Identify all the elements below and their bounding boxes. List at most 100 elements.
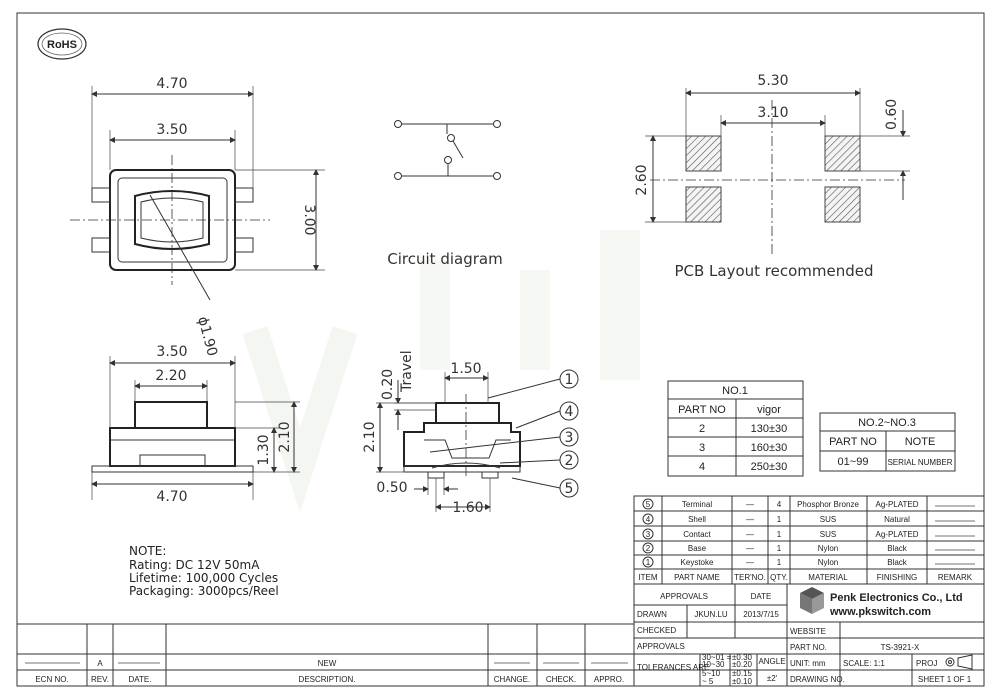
projection-icon <box>945 654 973 670</box>
section-height: 2.10 <box>362 421 378 452</box>
bom-item: 2 <box>646 544 651 553</box>
part-no-value: TS-3921-X <box>881 643 920 652</box>
pcb-dim-inner: 3.10 <box>757 105 788 121</box>
pcb-pad: 0.60 <box>884 99 900 130</box>
bom-material: Nylon <box>818 544 838 553</box>
tol-value: ±0.15 <box>732 669 753 678</box>
tol-range: ~ 5 <box>702 677 714 686</box>
bom-header: FINISHING <box>877 573 917 582</box>
tol-range: 10~30 <box>702 660 725 669</box>
part-no-label: PART NO. <box>790 643 827 652</box>
bom-header: MATERIAL <box>808 573 848 582</box>
force-row-value: 160±30 <box>751 442 788 454</box>
side-button-width: 2.20 <box>155 368 186 384</box>
revision-block: A NEW ECN NO. REV. DATE. DESCRIPTION. CH… <box>17 623 634 686</box>
top-width-inner: 3.50 <box>156 122 187 138</box>
revision-desc: NEW <box>318 659 337 668</box>
section-view: 0.20 Travel 1.50 2.10 0.50 1.60 1 4 3 <box>362 350 579 516</box>
approvals-label: APPROVALS <box>660 592 708 601</box>
bom-item: 3 <box>646 530 651 539</box>
serial-header-note: NOTE <box>905 436 936 448</box>
bom-qty: 1 <box>777 544 782 553</box>
notes-line: Lifetime: 100,000 Cycles <box>129 571 278 585</box>
watermark <box>242 230 640 513</box>
bom-qty: 1 <box>777 515 782 524</box>
top-width-outer: 4.70 <box>156 76 187 92</box>
circuit-diagram: Circuit diagram <box>387 120 503 268</box>
bom-qty: 1 <box>777 558 782 567</box>
side-view: 3.50 2.20 4.70 1.30 2.10 <box>91 344 300 505</box>
bom-name: Keystoke <box>681 558 714 567</box>
website-label: WEBSITE <box>790 627 826 636</box>
bom-material: Phosphor Bronze <box>797 500 859 509</box>
tol-value: ±0.10 <box>732 677 753 686</box>
force-row-part: 2 <box>699 423 705 435</box>
top-diameter: ϕ1.90 <box>194 315 220 358</box>
callout-3: 3 <box>565 430 574 446</box>
revision-header: DESCRIPTION. <box>299 675 356 684</box>
scale-label: SCALE: 1:1 <box>843 659 885 668</box>
drawn-date: 2013/7/15 <box>743 610 779 619</box>
company-website: www.pkswitch.com <box>829 606 931 618</box>
callout-1: 1 <box>565 372 574 388</box>
bom-name: Base <box>688 544 707 553</box>
pcb-label: PCB Layout recommended <box>674 262 873 280</box>
side-base-width: 4.70 <box>156 489 187 505</box>
pcb-height: 2.60 <box>634 164 650 195</box>
rohs-logo: RoHS <box>37 28 87 60</box>
revision-header: CHANGE. <box>494 675 530 684</box>
notes-line: Rating: DC 12V 50mA <box>129 558 260 572</box>
bom-finish: Natural <box>884 515 910 524</box>
bom-material: Nylon <box>818 558 838 567</box>
section-top-width: 1.50 <box>450 361 481 377</box>
notes: NOTE: Rating: DC 12V 50mA Lifetime: 100,… <box>129 544 279 598</box>
force-row-part: 3 <box>699 442 705 454</box>
bom-material: SUS <box>820 530 836 539</box>
bom-ter: — <box>746 515 754 524</box>
unit-label: UNIT: mm <box>790 659 826 668</box>
top-view: ϕ1.90 4.70 3.50 3.00 <box>70 76 325 358</box>
company-name: Penk Electronics Co., Ltd <box>830 592 963 604</box>
callout-5: 5 <box>565 481 574 497</box>
notes-line: Packaging: 3000pcs/Reel <box>129 584 279 598</box>
bom-finish: Black <box>887 544 908 553</box>
title-block: APPROVALS DATE DRAWN JKUN.LU 2013/7/15 C… <box>633 583 985 687</box>
bom-ter: — <box>746 530 754 539</box>
bom-name: Shell <box>688 515 706 524</box>
bom-table: 5 Terminal — 4 Phosphor Bronze Ag-PLATED… <box>633 495 985 585</box>
side-h2: 2.10 <box>277 421 293 452</box>
bom-item: 1 <box>646 558 651 567</box>
callout-2: 2 <box>565 453 574 469</box>
serial-row-part: 01~99 <box>838 456 869 468</box>
bom-material: SUS <box>820 515 836 524</box>
serial-title: NO.2~NO.3 <box>858 417 916 429</box>
revision-header: REV. <box>91 675 109 684</box>
bom-ter: — <box>746 558 754 567</box>
bom-ter: — <box>746 544 754 553</box>
revision-header: APPRO. <box>594 675 624 684</box>
pcb-dim-outer: 5.30 <box>757 73 788 89</box>
revision-header: DATE. <box>129 675 152 684</box>
company-cube-icon <box>800 587 824 614</box>
serial-row-note: SERIAL NUMBER <box>887 458 952 467</box>
force-header-vigor: vigor <box>757 404 781 416</box>
top-height: 3.00 <box>301 204 317 235</box>
sheet-border <box>16 12 985 687</box>
bom-header: TER'NO. <box>734 573 766 582</box>
tol-range: 5~10 <box>702 669 721 678</box>
bom-item: 5 <box>646 500 651 509</box>
bom-header: REMARK <box>938 573 973 582</box>
bom-item: 4 <box>646 515 651 524</box>
bom-header: ITEM <box>638 573 657 582</box>
checked-label: CHECKED <box>637 626 676 635</box>
force-row-value: 130±30 <box>751 423 788 435</box>
bom-qty: 1 <box>777 530 782 539</box>
proj-label: PROJ <box>916 659 937 668</box>
angle-value: ±2' <box>767 674 778 683</box>
circuit-label: Circuit diagram <box>387 250 502 268</box>
pcb-layout: 5.30 3.10 0.60 2.60 PCB Layout recommend… <box>634 73 910 280</box>
sheet-label: SHEET 1 OF 1 <box>918 675 972 684</box>
tol-value: ±0.20 <box>732 660 753 669</box>
tol-value: ±0.30 <box>732 653 753 662</box>
